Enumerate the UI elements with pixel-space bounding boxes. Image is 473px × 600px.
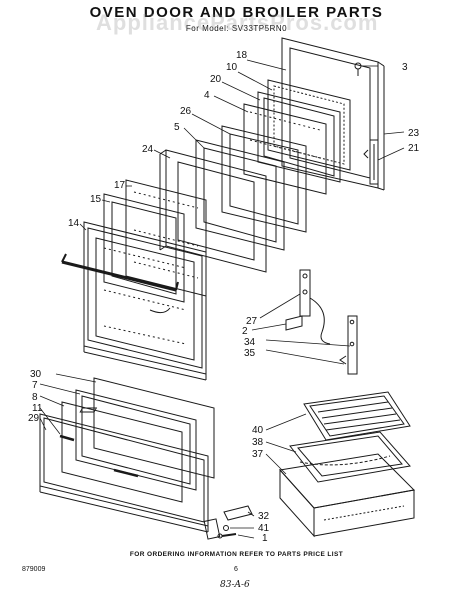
part-glass-frame-20	[257, 91, 341, 183]
callout-14: 14	[68, 218, 80, 229]
document-code: 879009	[22, 566, 46, 573]
callout-15: 15	[90, 194, 102, 205]
callout-7: 7	[32, 380, 38, 391]
page-title: OVEN DOOR AND BROILER PARTS	[89, 4, 384, 21]
callout-3: 3	[402, 62, 408, 73]
part-outer-door-14	[61, 221, 207, 381]
part-broiler-pan-38	[289, 431, 411, 483]
callout-1: 1	[262, 533, 268, 544]
callout-32: 32	[258, 511, 270, 522]
part-broiler-drawer-37	[279, 453, 416, 538]
callout-10: 10	[226, 62, 238, 73]
callout-27: 27	[246, 316, 258, 327]
part-frame-26	[221, 125, 307, 233]
callout-41: 41	[258, 523, 270, 534]
part-screw-3	[354, 62, 362, 76]
page-number: 6	[234, 566, 238, 573]
part-bracket-32	[223, 505, 253, 521]
part-broiler-liner-7	[75, 389, 197, 491]
callout-38: 38	[252, 437, 264, 448]
leader-lines	[39, 59, 405, 539]
callout-35: 35	[244, 348, 256, 359]
part-hinge-27	[285, 269, 331, 345]
part-frame-5	[195, 139, 285, 251]
callout-29: 29	[28, 413, 40, 424]
callout-5: 5	[174, 122, 180, 133]
part-broiler-insulation-30	[93, 377, 215, 479]
callout-34: 34	[244, 337, 256, 348]
part-broiler-panel-8	[61, 401, 183, 503]
callout-18: 18	[236, 50, 248, 61]
part-hinge-bracket-23	[363, 139, 379, 185]
part-door-liner-24	[159, 149, 267, 273]
callout-30: 30	[30, 369, 42, 380]
callout-26: 26	[180, 106, 192, 117]
ordering-note: FOR ORDERING INFORMATION REFER TO PARTS …	[129, 551, 344, 558]
part-hinge-arm-34	[339, 315, 358, 375]
model-subtitle: For Model: SV33TP5RN0	[185, 24, 288, 33]
watermark: AppliancePartsPros.com	[96, 10, 379, 35]
part-inner-glass	[267, 79, 351, 171]
callout-21: 21	[408, 143, 420, 154]
callout-11: 11	[32, 403, 43, 414]
callout-24: 24	[142, 144, 154, 155]
callout-40: 40	[252, 425, 264, 436]
callout-17: 17	[114, 180, 126, 191]
callout-4: 4	[204, 90, 210, 101]
part-inner-door-frame	[281, 37, 385, 191]
part-glass-4	[243, 103, 327, 195]
callout-23: 23	[408, 128, 420, 139]
part-window-frame-15	[103, 193, 185, 303]
part-broiler-grid-40	[79, 391, 411, 441]
callout-8: 8	[32, 392, 38, 403]
callout-37: 37	[252, 449, 264, 460]
callout-2: 2	[242, 326, 248, 337]
handwritten-note: 83-A-6	[220, 580, 250, 590]
callout-20: 20	[210, 74, 222, 85]
part-screw-1	[217, 533, 237, 539]
part-rack-stop-41	[203, 518, 229, 540]
